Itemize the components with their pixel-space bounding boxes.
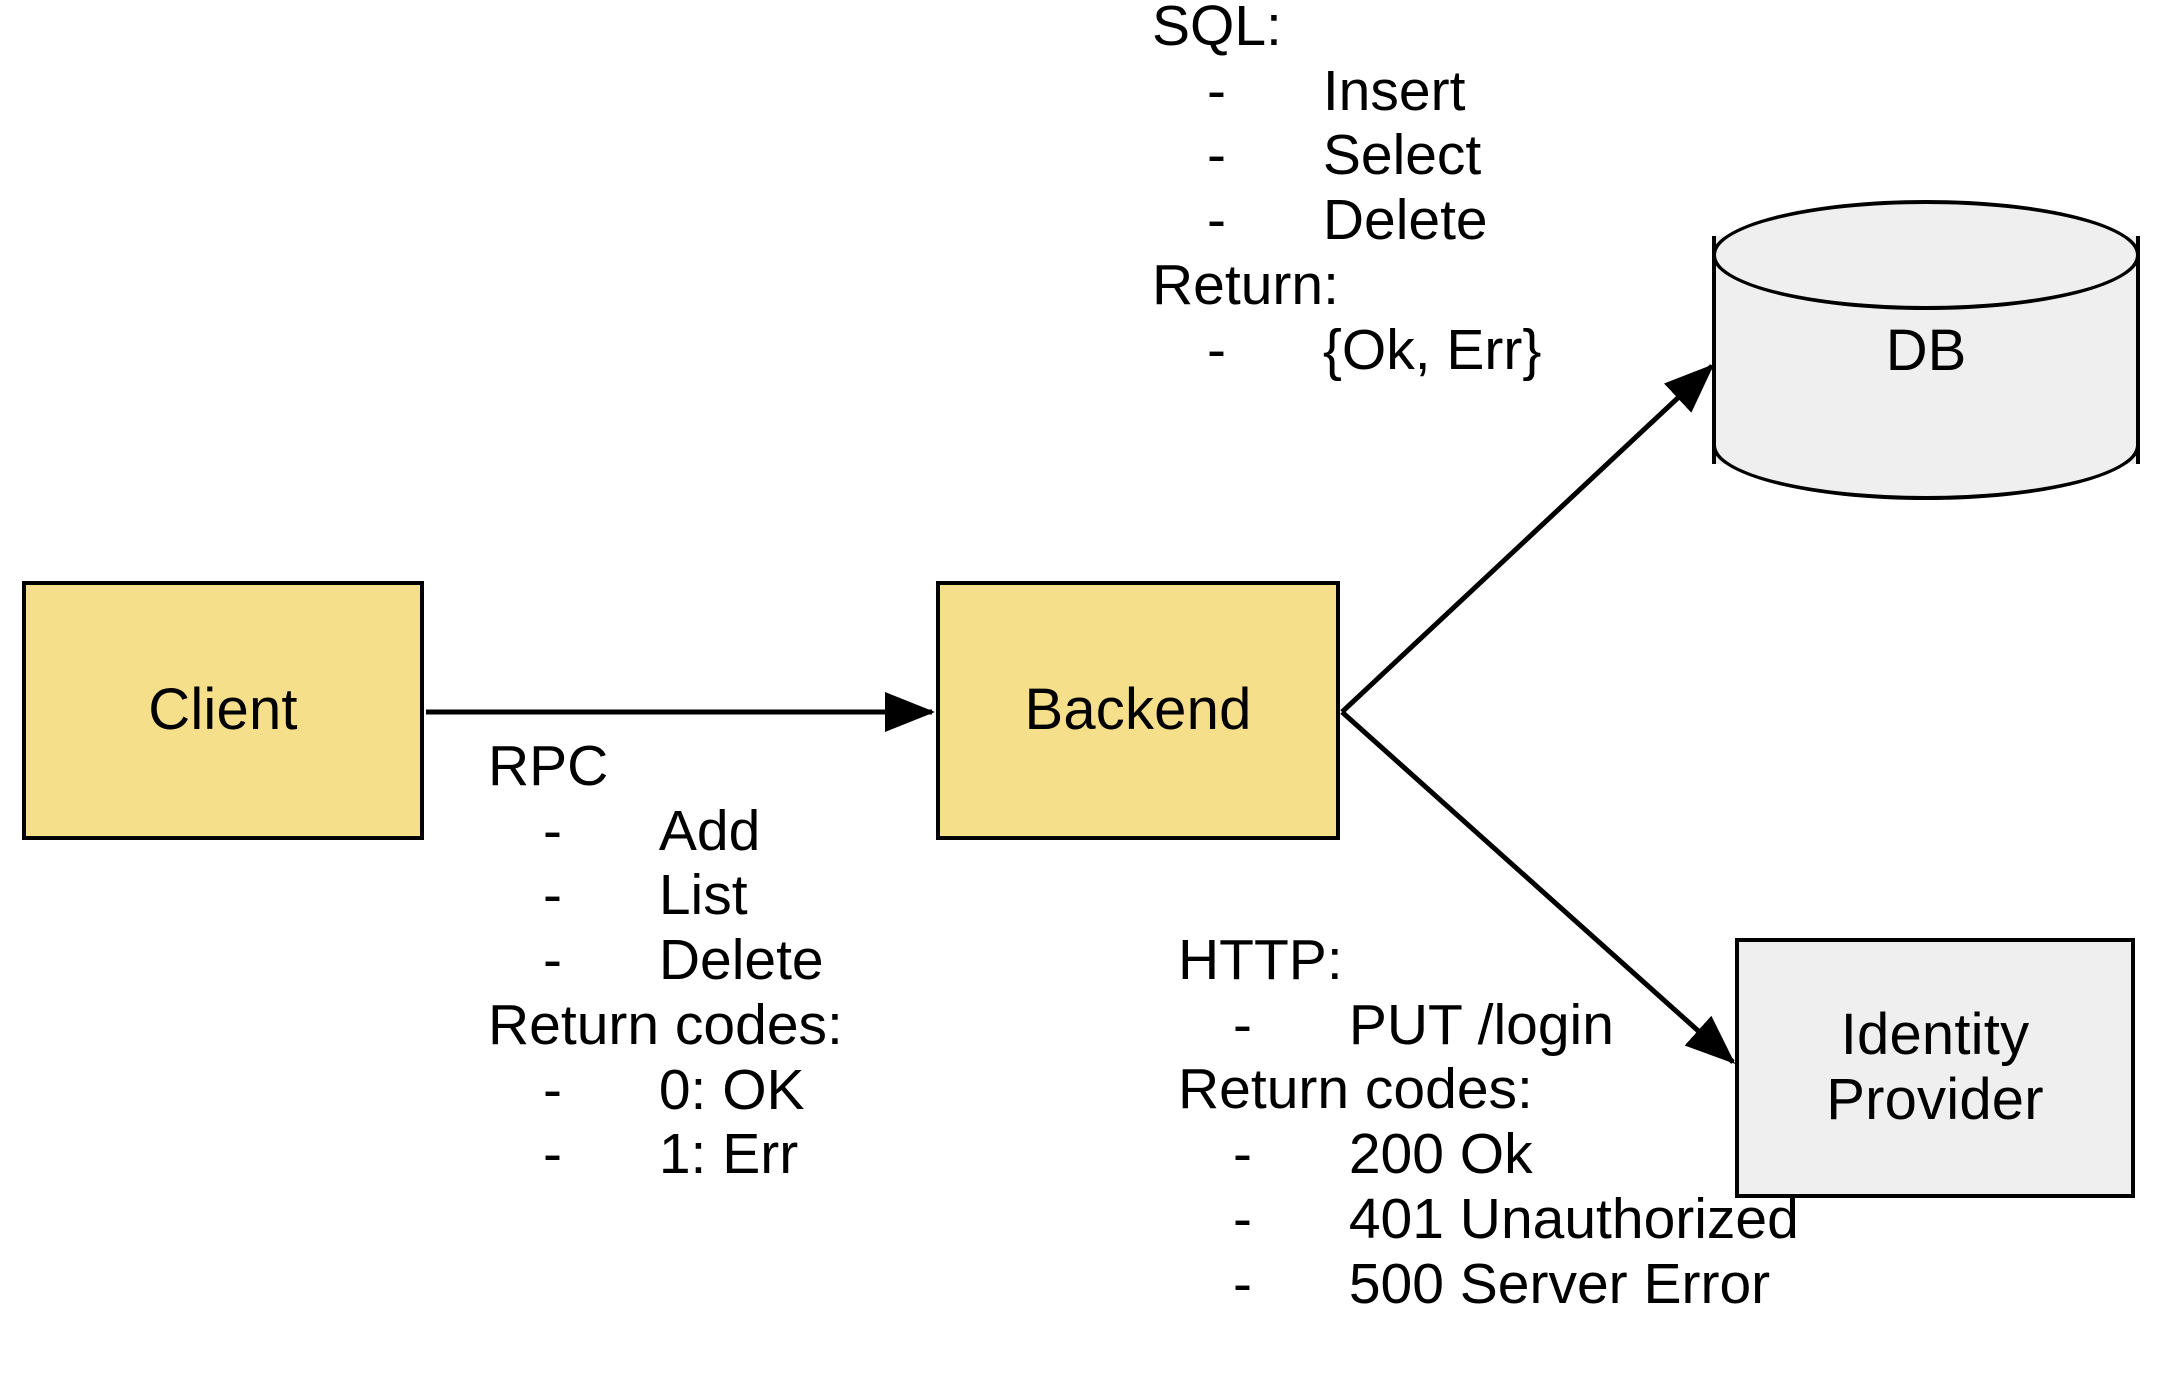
annotation-http-return-label: 200 Ok [1348, 1122, 1533, 1187]
bullet-dash-icon: - [1207, 123, 1226, 188]
bullet-dash-icon: - [1233, 1251, 1252, 1316]
node-backend-label: Backend [1024, 677, 1252, 743]
annotation-sql-item-label: Delete [1322, 188, 1488, 253]
bullet-dash-icon: - [1207, 188, 1226, 253]
bullet-dash-icon: - [1207, 58, 1226, 123]
annotation-rpc-item: - List [488, 863, 843, 928]
node-database-label: DB [1885, 317, 1967, 383]
annotation-sql: SQL: - Insert - Select - Delete Return: … [1152, 0, 1541, 382]
annotation-sql-returns-heading: Return: [1152, 252, 1339, 317]
bullet-dash-icon: - [543, 928, 562, 993]
annotation-rpc-item: - Add [488, 799, 843, 864]
bullet-dash-icon: - [543, 798, 562, 863]
annotation-rpc: RPC - Add - List - Delete Return codes: … [488, 734, 843, 1187]
annotation-http-return-item: - 401 Unauthorized [1178, 1187, 1799, 1252]
bullet-dash-icon: - [1233, 1122, 1252, 1187]
annotation-rpc-return-label: 0: OK [658, 1057, 805, 1122]
bullet-dash-icon: - [543, 1122, 562, 1187]
bullet-dash-icon: - [1233, 1186, 1252, 1251]
annotation-rpc-return-item: - 0: OK [488, 1058, 843, 1123]
annotation-http-returns-heading: Return codes: [1178, 1057, 1533, 1122]
annotation-http-return-label: 500 Server Error [1348, 1251, 1771, 1316]
cylinder-top-ellipse [1712, 200, 2140, 310]
annotation-http-heading: HTTP: [1178, 928, 1343, 992]
annotation-rpc-item-label: Delete [658, 928, 824, 993]
node-client[interactable]: Client [22, 581, 424, 840]
bullet-dash-icon: - [1233, 992, 1252, 1057]
annotation-http: HTTP: - PUT /login Return codes: - 200 O… [1178, 928, 1799, 1316]
edge-backend-to-db [1340, 363, 1715, 714]
annotation-rpc-returns-heading: Return codes: [488, 992, 843, 1057]
node-backend[interactable]: Backend [936, 581, 1340, 840]
annotation-http-item-label: PUT /login [1348, 992, 1614, 1057]
node-database[interactable]: DB [1712, 200, 2140, 500]
node-identity-provider-label: Identity Provider [1826, 1002, 2044, 1132]
node-client-label: Client [148, 677, 298, 743]
annotation-sql-return-item: - {Ok, Err} [1152, 318, 1541, 383]
annotation-sql-item-label: Insert [1322, 58, 1466, 123]
annotation-sql-item: - Delete [1152, 188, 1541, 253]
bullet-dash-icon: - [543, 1057, 562, 1122]
annotation-http-return-item: - 500 Server Error [1178, 1252, 1799, 1317]
annotation-rpc-heading: RPC [488, 734, 609, 798]
annotation-http-return-label: 401 Unauthorized [1348, 1186, 1799, 1251]
node-identity-provider[interactable]: Identity Provider [1735, 938, 2135, 1198]
annotation-sql-item-label: Select [1322, 123, 1482, 188]
annotation-rpc-item-label: List [658, 863, 748, 928]
annotation-rpc-item-label: Add [658, 798, 761, 863]
annotation-rpc-item: - Delete [488, 928, 843, 993]
annotation-sql-item: - Select [1152, 123, 1541, 188]
annotation-http-item: - PUT /login [1178, 993, 1799, 1058]
annotation-sql-heading: SQL: [1152, 0, 1282, 58]
bullet-dash-icon: - [1207, 317, 1226, 382]
annotation-rpc-return-label: 1: Err [658, 1122, 799, 1187]
annotation-sql-return-label: {Ok, Err} [1322, 317, 1542, 382]
annotation-http-return-item: - 200 Ok [1178, 1122, 1799, 1187]
annotation-rpc-return-item: - 1: Err [488, 1122, 843, 1187]
bullet-dash-icon: - [543, 863, 562, 928]
annotation-sql-item: - Insert [1152, 59, 1541, 124]
